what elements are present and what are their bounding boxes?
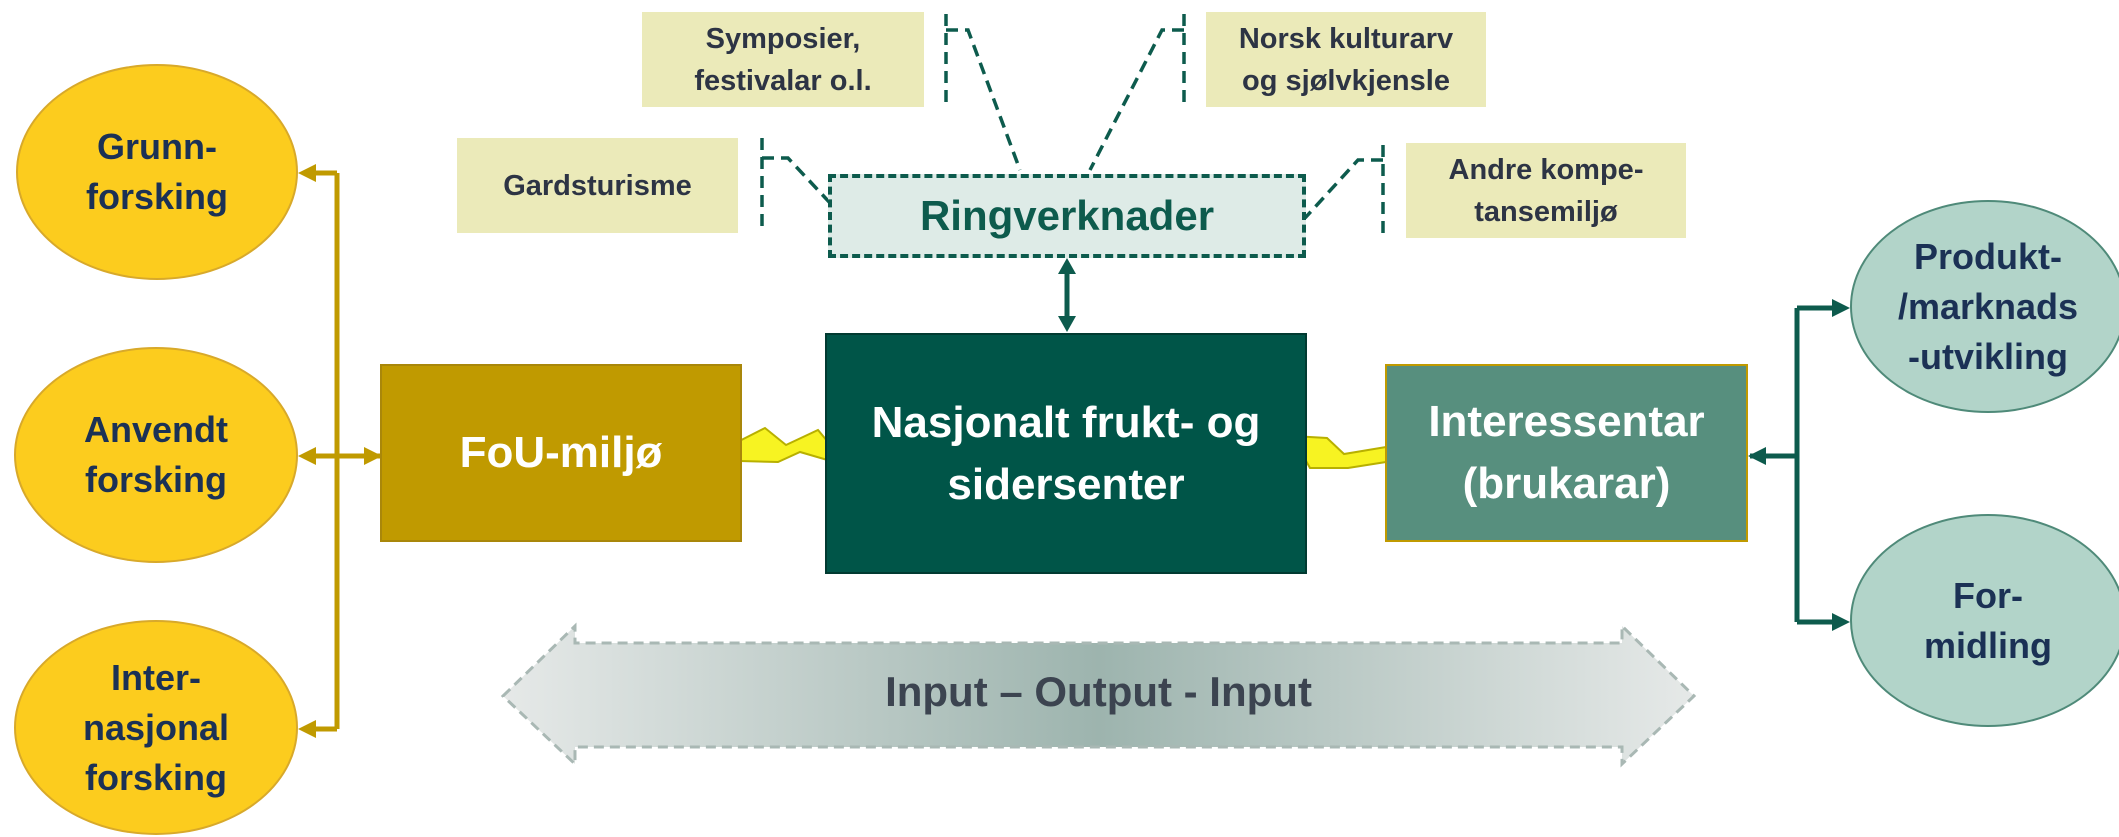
center-ring-double-arrow <box>1058 258 1076 332</box>
note-andre-kompetansemiljo: Andre kompe- tansemiljø <box>1406 143 1686 238</box>
box-ringverknader: Ringverknader <box>828 174 1306 258</box>
oval-anvendt-forsking: Anvendt forsking <box>14 347 298 563</box>
arrowhead-to-interessentar <box>1748 447 1766 465</box>
note-gardsturisme: Gardsturisme <box>457 138 738 233</box>
arrowhead-to-fou <box>364 447 382 465</box>
box-nasjonalt-senter: Nasjonalt frukt- og sidersenter <box>825 333 1307 574</box>
box-fou-miljo: FoU-miljø <box>380 364 742 542</box>
note-kulturarv: Norsk kulturarv og sjølvkjensle <box>1206 12 1486 107</box>
oval-internasjonal-forsking: Inter- nasjonal forsking <box>14 620 298 835</box>
right-bracket-connector <box>1750 305 1836 625</box>
note-symposier: Symposier, festivalar o.l. <box>642 12 924 107</box>
callout-connectors <box>760 14 1385 240</box>
input-output-label: Input – Output - Input <box>885 668 1312 715</box>
arrowhead-to-produkt <box>1832 299 1850 317</box>
box-interessentar: Interessentar (brukarar) <box>1385 364 1748 542</box>
oval-produkt-marknadsutvikling: Produkt- /marknads -utvikling <box>1850 200 2119 413</box>
arrowhead-to-anvendt <box>298 447 316 465</box>
arrowhead-to-grunnforsking <box>298 164 316 182</box>
arrowhead-to-formidling <box>1832 613 1850 631</box>
input-output-arrow <box>500 622 1697 768</box>
arrowhead-to-internasjonal <box>298 720 316 738</box>
oval-grunnforsking: Grunn- forsking <box>16 64 298 280</box>
oval-formidling: For- midling <box>1850 514 2119 727</box>
